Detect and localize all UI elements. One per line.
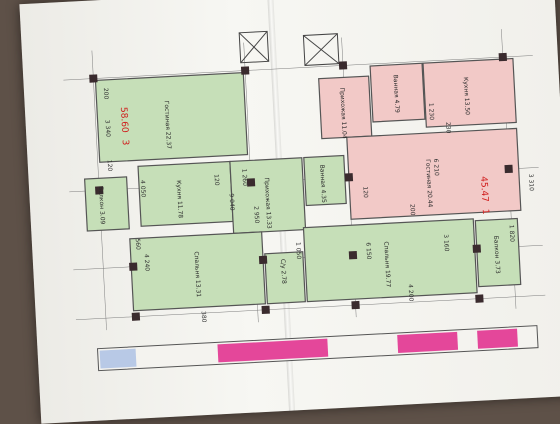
room-balcony-left	[83, 176, 130, 232]
dimension: 6 210	[432, 159, 440, 177]
room-kitchen-right	[422, 57, 517, 128]
room-hall-left	[229, 157, 307, 235]
dimension: 120	[213, 174, 221, 186]
room-bedroom-left	[129, 231, 267, 312]
dimension: 3 160	[442, 234, 450, 252]
shafts	[238, 30, 340, 66]
room-label: Гостиная 22.37	[163, 101, 173, 150]
dimension: 4 200	[407, 284, 415, 302]
room-bath-right	[369, 62, 426, 123]
room-label: Прихожая 11.04	[338, 87, 348, 139]
apartment-label-right: 45.47 1	[478, 176, 490, 215]
dimension: 200	[102, 88, 110, 100]
room-label: Ванная 4.35	[318, 165, 327, 204]
dimension: 4 240	[143, 254, 151, 272]
dimension: 1 050	[294, 242, 302, 260]
dimension: 380	[200, 311, 208, 323]
dimension-labels: 200 3 340 120 4 050 1 260 2 950 9 040 4 …	[102, 88, 535, 323]
dimension: 6 150	[364, 242, 372, 260]
dimension: 230	[444, 122, 452, 134]
dimension: 120	[106, 160, 114, 172]
room-label: Гостиная 20.44	[424, 159, 434, 208]
room-label: Спальня 13.31	[193, 251, 202, 297]
dimension: 4 050	[139, 180, 147, 198]
room-living-left	[94, 72, 249, 163]
dimension: 1 230	[427, 103, 435, 121]
room-wc	[264, 251, 306, 305]
room-bedroom-right	[302, 218, 478, 303]
dimension: 3 340	[104, 120, 112, 138]
room-balcony-right	[474, 217, 522, 288]
green-apartment	[83, 72, 522, 312]
dimension: 200	[408, 204, 416, 216]
room-labels: Гостиная 22.37 Балкон 3.09 Кухня 11.78 П…	[97, 75, 501, 298]
room-label: Спальня 19.77	[382, 241, 391, 287]
bottom-strip	[96, 325, 539, 372]
dimension: 560	[134, 238, 142, 250]
room-label: Балкон 3.09	[97, 186, 106, 225]
room-label: Прихожая 13.33	[263, 177, 273, 229]
room-label: Ванная 4.79	[392, 75, 401, 114]
pink-apartment	[318, 57, 522, 220]
room-kitchen-left	[137, 160, 234, 227]
apartment-label-left: 58.60 3	[118, 107, 130, 146]
columns	[89, 52, 513, 321]
dimension: 120	[361, 186, 369, 198]
floor-plan-sheet: 58.60 3 45.47 1 Гостиная 22.37 Балкон 3.…	[19, 0, 560, 424]
dimension: 3 310	[527, 174, 535, 192]
floor-plan-drawing: 58.60 3 45.47 1 Гостиная 22.37 Балкон 3.…	[63, 29, 546, 372]
room-label: Кухня 13.50	[462, 77, 471, 116]
room-label: Кухня 11.78	[175, 180, 184, 219]
dimension: 2 950	[252, 206, 260, 224]
room-label: С/у 2.78	[279, 259, 287, 285]
dimension: 9 040	[228, 193, 236, 211]
dimension: 1 260	[240, 169, 248, 187]
dimension: 1 820	[508, 225, 516, 243]
room-label: Балкон 3.73	[492, 235, 501, 274]
